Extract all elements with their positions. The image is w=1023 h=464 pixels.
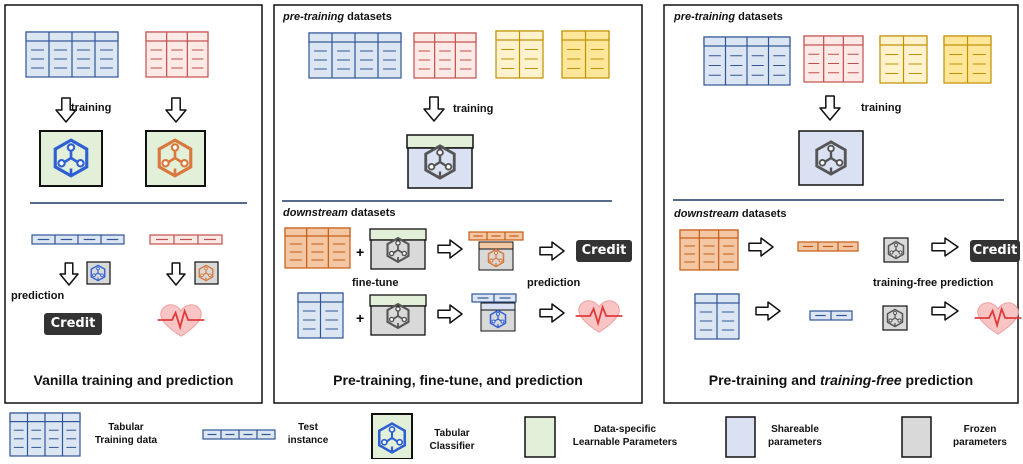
trainingfree-pretraining-rest: datasets [735,11,783,23]
finetune-blue-head [480,302,516,311]
vanilla-pink-table [145,31,209,78]
trainingfree-pre-yellow [879,35,928,84]
trainingfree-arrow-r3 [755,301,781,321]
vanilla-heart-output [156,303,206,338]
finetune-test-orange [468,231,524,241]
trainingfree-down-orange [679,229,739,271]
trainingfree-caption-part2: prediction [901,372,974,388]
finetune-credit-output: Credit [576,240,632,262]
finetune-plus-1: + [356,244,364,260]
legend-data-specific-line1: Data-specific [593,424,657,435]
trainingfree-downstream-rest: datasets [738,208,787,220]
legend-green-swatch [524,416,556,458]
finetune-pretraining-rest: datasets [344,11,392,23]
trainingfree-test-orange [797,241,859,252]
trainingfree-test-blue [809,310,853,321]
legend-tabular-classifier-line1: Tabular [434,428,470,439]
vanilla-arrow-3 [59,262,79,286]
finetune-arrow-r4 [539,303,565,323]
trainingfree-down-blue [694,293,740,340]
vanilla-arrow-1 [55,97,77,123]
legend-frozen-swatch [901,416,932,458]
trainingfree-pre-blue [703,36,791,86]
legend-data-specific-line2: Learnable Parameters [572,437,678,448]
vanilla-caption: Vanilla training and prediction [33,372,234,388]
trainingfree-credit-output: Credit [970,240,1020,262]
vanilla-blue-table [25,31,119,78]
trainingfree-downstream-label: downstream datasets [674,208,787,220]
legend-test-instance-line1: Test [298,422,318,433]
finetune-heart-output [574,299,624,334]
finetune-arrow-r3 [437,304,463,324]
finetune-pre-blue [308,32,402,79]
finetune-plus-2: + [356,310,364,326]
vanilla-training-label: training [71,102,112,114]
legend-shareable-line2: parameters [768,437,822,448]
finetune-pretraining-italic: pre-training [283,11,345,23]
finetune-orange-head [478,241,514,250]
finetune-finetune-label: fine-tune [352,277,399,289]
vanilla-arrow-4 [166,262,186,286]
legend-shareable-line1: Shareable [771,424,819,435]
legend-tabular-training-data-line1: Tabular [108,422,144,433]
legend-frozen-line2: parameters [953,437,1007,448]
finetune-arrow-r1 [437,239,463,259]
finetune-pre-yellow2 [561,30,610,79]
finetune-prediction-label: prediction [527,277,581,289]
vanilla-prediction-label: prediction [11,290,65,302]
trainingfree-arrow-r1 [748,237,774,257]
legend-tabular-classifier-line2: Classifier [429,441,475,452]
legend-test-instance-line2: instance [287,435,329,446]
legend-test-instance: Test instance [280,421,336,447]
finetune-pre-yellow [495,30,544,79]
trainingfree-caption: Pre-training and training-free predictio… [664,372,1018,388]
panel-trainingfree-frame [663,4,1019,404]
trainingfree-pre-pink [803,35,864,83]
finetune-pretraining-label: pre-training datasets [283,11,392,23]
legend-frozen-line1: Frozen [963,424,997,435]
trainingfree-pretraining-label: pre-training datasets [674,11,783,23]
legend-shareable-swatch [725,416,756,458]
trainingfree-heart-output [973,301,1023,336]
trainingfree-arrow-pretrain [819,95,841,121]
vanilla-test-pink [149,234,223,245]
legend-table-swatch [9,412,81,457]
svg-text:+: + [356,244,364,260]
panel-vanilla-frame [4,4,263,404]
finetune-down-orange [284,227,351,269]
panel-finetune-frame [273,4,643,404]
trainingfree-pre-yellow2 [943,35,992,84]
finetune-downstream-label: downstream datasets [283,207,396,219]
legend-tabular-training-data-line2: Training data [94,435,158,446]
trainingfree-prediction-label: training-free prediction [873,277,994,289]
trainingfree-arrow-r2 [931,237,959,257]
finetune-caption: Pre-training, fine-tune, and prediction [333,372,583,388]
svg-text:+: + [356,310,364,326]
finetune-downstream-rest: datasets [347,207,396,219]
trainingfree-caption-part1: Pre-training and [708,372,820,388]
legend-frozen: Frozen parameters [940,423,1020,449]
legend-test-swatch [202,429,276,440]
finetune-training-label: training [453,103,494,115]
finetune-pre-pink [413,32,477,79]
vanilla-arrow-2 [165,97,187,123]
finetune-arrow-pretrain [423,96,445,122]
finetune-down-blue [297,292,344,339]
vanilla-credit-output: Credit [44,313,102,335]
trainingfree-caption-italic: training-free [819,372,902,388]
trainingfree-arrow-r4 [931,301,959,321]
finetune-test-blue [471,293,517,303]
vanilla-test-blue [31,234,125,245]
trainingfree-training-label: training [861,102,902,114]
finetune-downstream-italic: downstream [283,207,348,219]
trainingfree-downstream-italic: downstream [674,208,739,220]
trainingfree-pretraining-italic: pre-training [674,11,736,23]
finetune-arrow-r2 [539,241,565,261]
legend-shareable: Shareable parameters [755,423,835,449]
